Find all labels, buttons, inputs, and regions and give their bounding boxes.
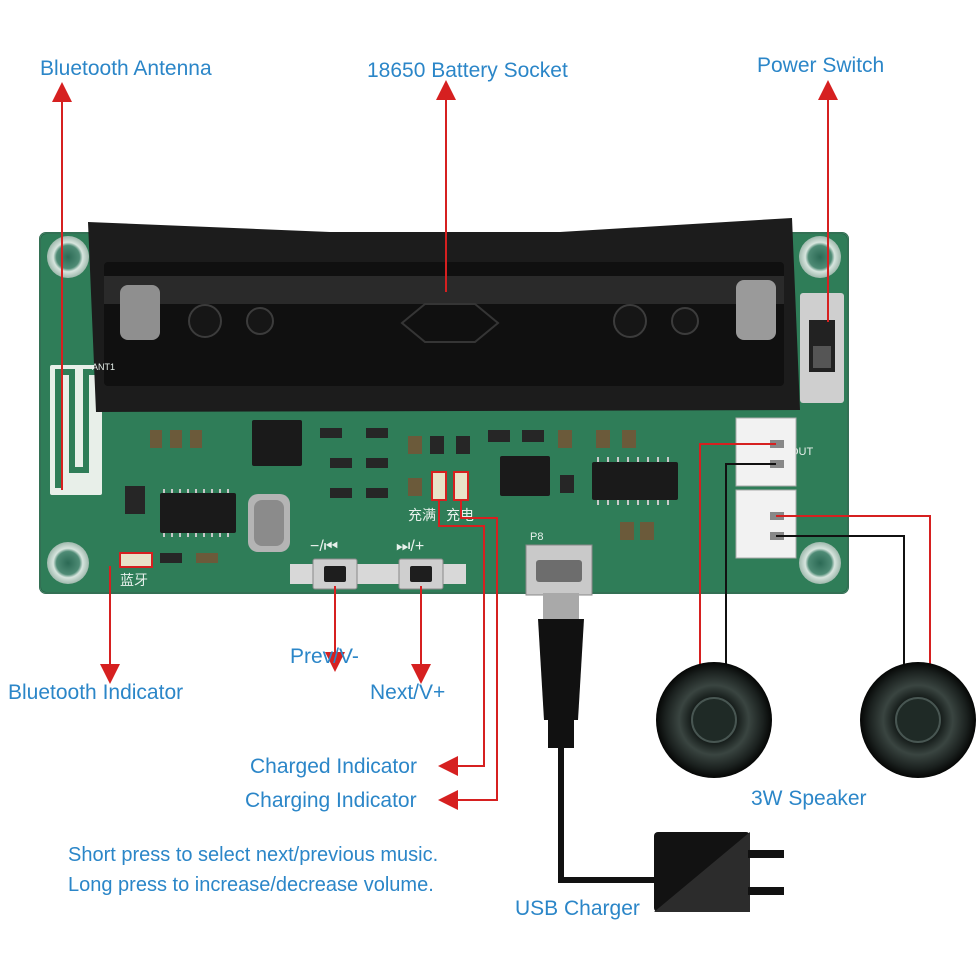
connectors (525, 417, 797, 596)
prev-symbol: −/⏮ (310, 538, 338, 555)
callout-arrows (52, 80, 838, 810)
label-bluetooth-indicator: Bluetooth Indicator (8, 681, 184, 704)
board-buttons (290, 558, 466, 590)
mounting-holes (47, 236, 841, 584)
speakers (656, 662, 976, 778)
arrow-charged (438, 500, 485, 776)
power-switch-component (800, 293, 844, 403)
chip-pins (163, 457, 669, 537)
label-bluetooth-antenna: Bluetooth Antenna (40, 57, 212, 80)
label-prev: Prev/V- (290, 645, 359, 668)
arrow-charging (438, 500, 498, 810)
label-battery-socket: 18650 Battery Socket (367, 59, 568, 82)
speaker-wires (699, 443, 931, 666)
charged-cn-label: 充满 (408, 507, 436, 523)
note-short-press: Short press to select next/previous musi… (68, 844, 439, 866)
label-speaker: 3W Speaker (751, 787, 867, 810)
label-usb-charger: USB Charger (515, 897, 640, 920)
components (125, 420, 678, 563)
label-next: Next/V+ (370, 681, 446, 704)
port-label: P8 (530, 531, 543, 543)
label-power-switch: Power Switch (757, 54, 885, 77)
next-symbol: ⏭/+ (396, 538, 424, 555)
bluetooth-cn-label: 蓝牙 (120, 572, 148, 588)
label-charging-indicator: Charging Indicator (245, 789, 417, 812)
battery-holder (88, 218, 800, 412)
note-long-press: Long press to increase/decrease volume. (68, 874, 434, 896)
label-charged-indicator: Charged Indicator (250, 755, 417, 778)
ant-label: ANT1 (92, 362, 115, 372)
indicator-leds (119, 471, 469, 568)
usb-cable (538, 593, 784, 912)
antenna-trace (50, 365, 102, 495)
